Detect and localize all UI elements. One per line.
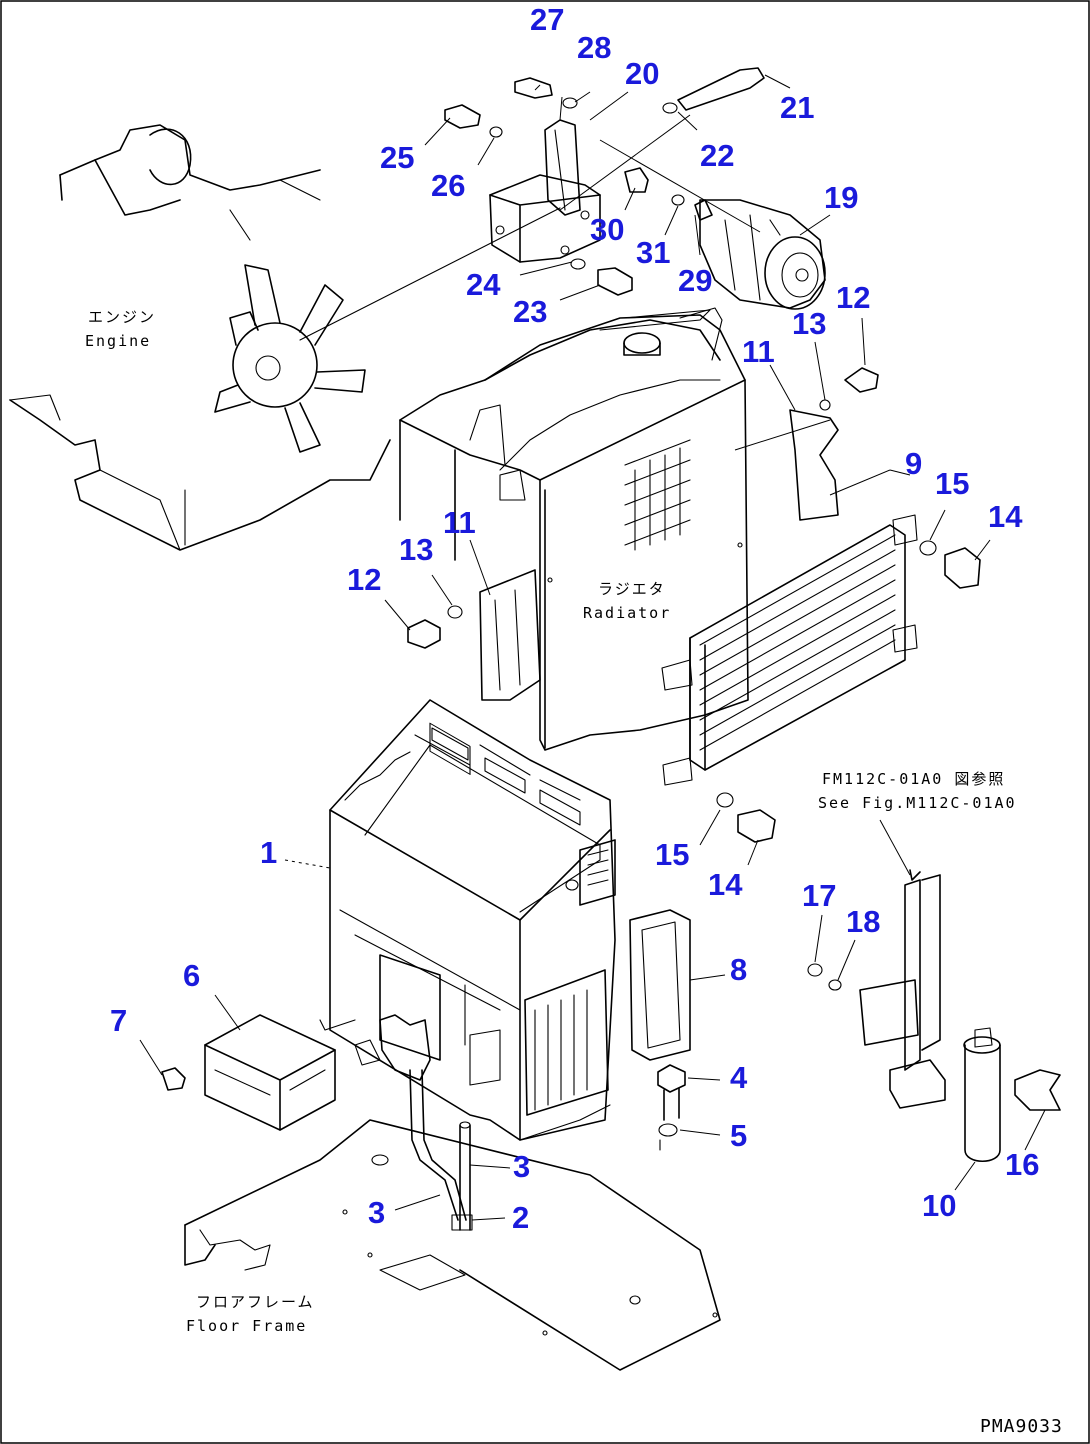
duct — [162, 1015, 335, 1130]
callout-21: 21 — [780, 90, 814, 125]
caption-floor-en: Floor Frame — [186, 1317, 307, 1335]
document-code: PMA9033 — [980, 1416, 1063, 1437]
bolt-left — [408, 606, 462, 648]
receiver-drier — [964, 1028, 1060, 1161]
callout-14-lower: 14 — [708, 867, 743, 902]
callout-30: 30 — [590, 212, 624, 247]
air-compressor — [695, 200, 825, 309]
callout-7: 7 — [110, 1003, 127, 1038]
air-conditioner-unit — [320, 700, 615, 1140]
caption-radiator-jp: ラジエタ — [598, 580, 666, 598]
callout-19: 19 — [824, 180, 858, 215]
callout-13-left: 13 — [399, 532, 433, 567]
callout-3-right: 3 — [513, 1149, 530, 1184]
filter-element — [630, 910, 690, 1060]
caption-reference-en: See Fig.M112C-01A0 — [818, 794, 1017, 812]
engine-outline — [10, 125, 390, 550]
cooling-fan — [215, 208, 560, 452]
callout-9: 9 — [905, 446, 922, 481]
callout-15-right: 15 — [935, 466, 969, 501]
callout-11-left: 11 — [443, 505, 476, 540]
compressor-bracket — [490, 120, 600, 262]
callout-8: 8 — [730, 952, 747, 987]
callout-27: 27 — [530, 2, 564, 37]
callout-25: 25 — [380, 140, 414, 175]
callout-11-right: 11 — [742, 334, 775, 369]
callout-23: 23 — [513, 294, 547, 329]
callout-12-right: 12 — [836, 280, 870, 315]
callout-16: 16 — [1005, 1147, 1039, 1182]
caption-reference-jp: FM112C-01A0 図参照 — [822, 770, 1005, 788]
caption-radiator-en: Radiator — [583, 604, 671, 622]
caption-engine-jp: エンジン — [88, 308, 156, 326]
callout-18: 18 — [846, 904, 880, 939]
receiver-bracket — [808, 820, 945, 1108]
callout-13-right: 13 — [792, 306, 826, 341]
condenser — [662, 515, 980, 842]
callout-28: 28 — [577, 30, 611, 65]
callout-15-lower: 15 — [655, 837, 689, 872]
callout-14-right: 14 — [988, 499, 1023, 534]
callout-5: 5 — [730, 1118, 747, 1153]
callout-20: 20 — [625, 56, 659, 91]
mounting-bolt — [658, 1065, 685, 1150]
callout-17: 17 — [802, 878, 836, 913]
callout-12-left: 12 — [347, 562, 381, 597]
callout-29: 29 — [678, 263, 712, 298]
callout-26: 26 — [431, 168, 465, 203]
fasteners-top — [445, 68, 764, 295]
callout-31: 31 — [636, 235, 670, 270]
callout-2: 2 — [512, 1200, 529, 1235]
callout-6: 6 — [183, 958, 200, 993]
callout-4: 4 — [730, 1060, 748, 1095]
callout-10: 10 — [922, 1188, 956, 1223]
callout-1: 1 — [260, 835, 277, 870]
callout-22: 22 — [700, 138, 734, 173]
caption-engine-en: Engine — [85, 332, 151, 350]
caption-floor-jp: フロアフレーム — [196, 1293, 315, 1311]
callout-24: 24 — [466, 267, 501, 302]
callout-3-left: 3 — [368, 1195, 385, 1230]
